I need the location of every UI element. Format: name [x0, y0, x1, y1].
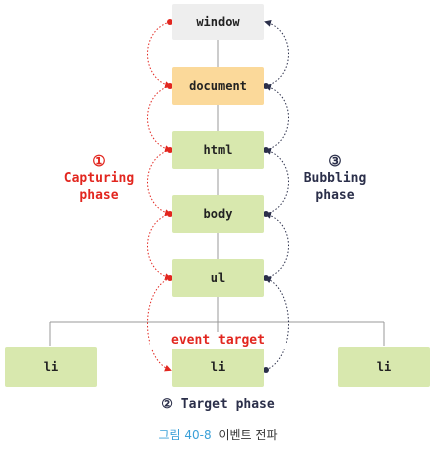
figure-title: 이벤트 전파	[218, 428, 278, 442]
bubble-dots	[263, 83, 269, 373]
figure-caption: 그림 40-8 이벤트 전파	[0, 426, 436, 443]
bubbling-phase-line2: phase	[315, 188, 355, 203]
capturing-phase-line2: phase	[79, 188, 119, 203]
node-li-right: li	[338, 347, 430, 387]
capture-dots	[167, 19, 173, 281]
capturing-phase-label: ① Capturing phase	[44, 153, 154, 204]
node-li-left: li	[5, 347, 97, 387]
node-html: html	[172, 131, 264, 169]
bubbling-phase-number: ③	[328, 152, 342, 170]
capturing-phase-number: ①	[92, 152, 106, 170]
capture-arcs	[147, 21, 172, 372]
bubbling-phase-line1: Bubbling	[303, 171, 367, 186]
event-target-label: event target	[150, 332, 286, 349]
node-ul: ul	[172, 259, 264, 297]
node-document: document	[172, 67, 264, 105]
target-phase-label: ② Target phase	[161, 397, 275, 412]
figure-number: 그림 40-8	[158, 428, 212, 442]
bubble-arcs	[264, 19, 289, 371]
node-window: window	[172, 4, 264, 40]
capturing-phase-line1: Capturing	[63, 171, 135, 186]
node-li-center: li	[172, 347, 264, 387]
node-body: body	[172, 195, 264, 233]
bubbling-phase-label: ③ Bubbling phase	[280, 153, 390, 204]
